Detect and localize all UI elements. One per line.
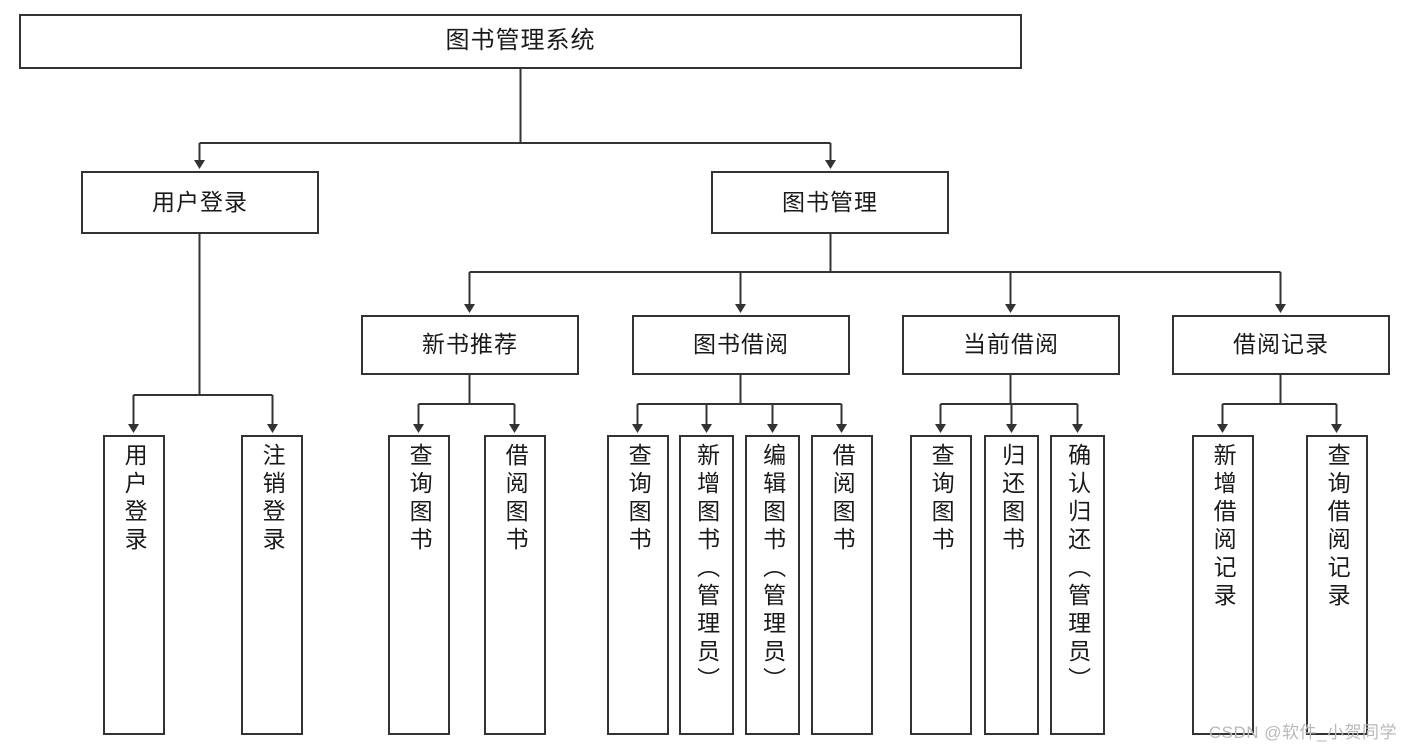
node-book-borrow-label: 图书借阅 — [693, 331, 789, 358]
node-leaf-add-record[interactable]: 新增借阅记录 — [1192, 435, 1254, 735]
node-leaf-edit-book[interactable]: 编辑图书（管理员） — [745, 435, 800, 735]
node-leaf-edit-book-label: 编辑图书（管理员） — [759, 443, 786, 695]
node-leaf-query-book-2[interactable]: 查询图书 — [607, 435, 669, 735]
node-new-book-recommend-label: 新书推荐 — [422, 331, 518, 358]
node-root-label: 图书管理系统 — [445, 27, 596, 55]
node-leaf-query-record-label: 查询借阅记录 — [1324, 443, 1351, 611]
node-user-login[interactable]: 用户登录 — [81, 171, 319, 234]
node-book-manage-label: 图书管理 — [782, 188, 878, 215]
node-leaf-query-book-3-label: 查询图书 — [928, 443, 955, 555]
node-new-book-recommend[interactable]: 新书推荐 — [361, 315, 579, 375]
node-leaf-add-book[interactable]: 新增图书（管理员） — [679, 435, 734, 735]
node-leaf-query-book-1-label: 查询图书 — [406, 443, 433, 555]
node-leaf-borrow-book-2-label: 借阅图书 — [829, 443, 856, 555]
node-leaf-add-book-label: 新增图书（管理员） — [693, 443, 720, 695]
node-borrow-record[interactable]: 借阅记录 — [1172, 315, 1390, 375]
node-book-manage[interactable]: 图书管理 — [711, 171, 949, 234]
watermark: CSDN @软件_小贺同学 — [1208, 723, 1397, 742]
node-leaf-borrow-book-1[interactable]: 借阅图书 — [484, 435, 546, 735]
node-leaf-add-record-label: 新增借阅记录 — [1210, 443, 1237, 611]
node-leaf-confirm-return-label: 确认归还（管理员） — [1064, 443, 1091, 695]
node-user-login-label: 用户登录 — [152, 188, 248, 215]
node-leaf-query-book-3[interactable]: 查询图书 — [910, 435, 972, 735]
node-leaf-confirm-return[interactable]: 确认归还（管理员） — [1050, 435, 1105, 735]
node-leaf-user-logout[interactable]: 注销登录 — [241, 435, 303, 735]
node-borrow-record-label: 借阅记录 — [1233, 331, 1329, 358]
node-leaf-query-record[interactable]: 查询借阅记录 — [1306, 435, 1368, 735]
node-leaf-query-book-1[interactable]: 查询图书 — [388, 435, 450, 735]
node-leaf-return-book[interactable]: 归还图书 — [984, 435, 1039, 735]
node-leaf-return-book-label: 归还图书 — [998, 443, 1025, 555]
node-leaf-query-book-2-label: 查询图书 — [625, 443, 652, 555]
node-current-borrow-label: 当前借阅 — [963, 331, 1059, 358]
node-leaf-user-login[interactable]: 用户登录 — [103, 435, 165, 735]
node-current-borrow[interactable]: 当前借阅 — [902, 315, 1120, 375]
node-leaf-borrow-book-1-label: 借阅图书 — [502, 443, 529, 555]
node-root[interactable]: 图书管理系统 — [19, 14, 1022, 69]
node-book-borrow[interactable]: 图书借阅 — [632, 315, 850, 375]
node-leaf-user-login-label: 用户登录 — [121, 443, 148, 555]
node-leaf-user-logout-label: 注销登录 — [259, 443, 286, 555]
node-leaf-borrow-book-2[interactable]: 借阅图书 — [811, 435, 873, 735]
